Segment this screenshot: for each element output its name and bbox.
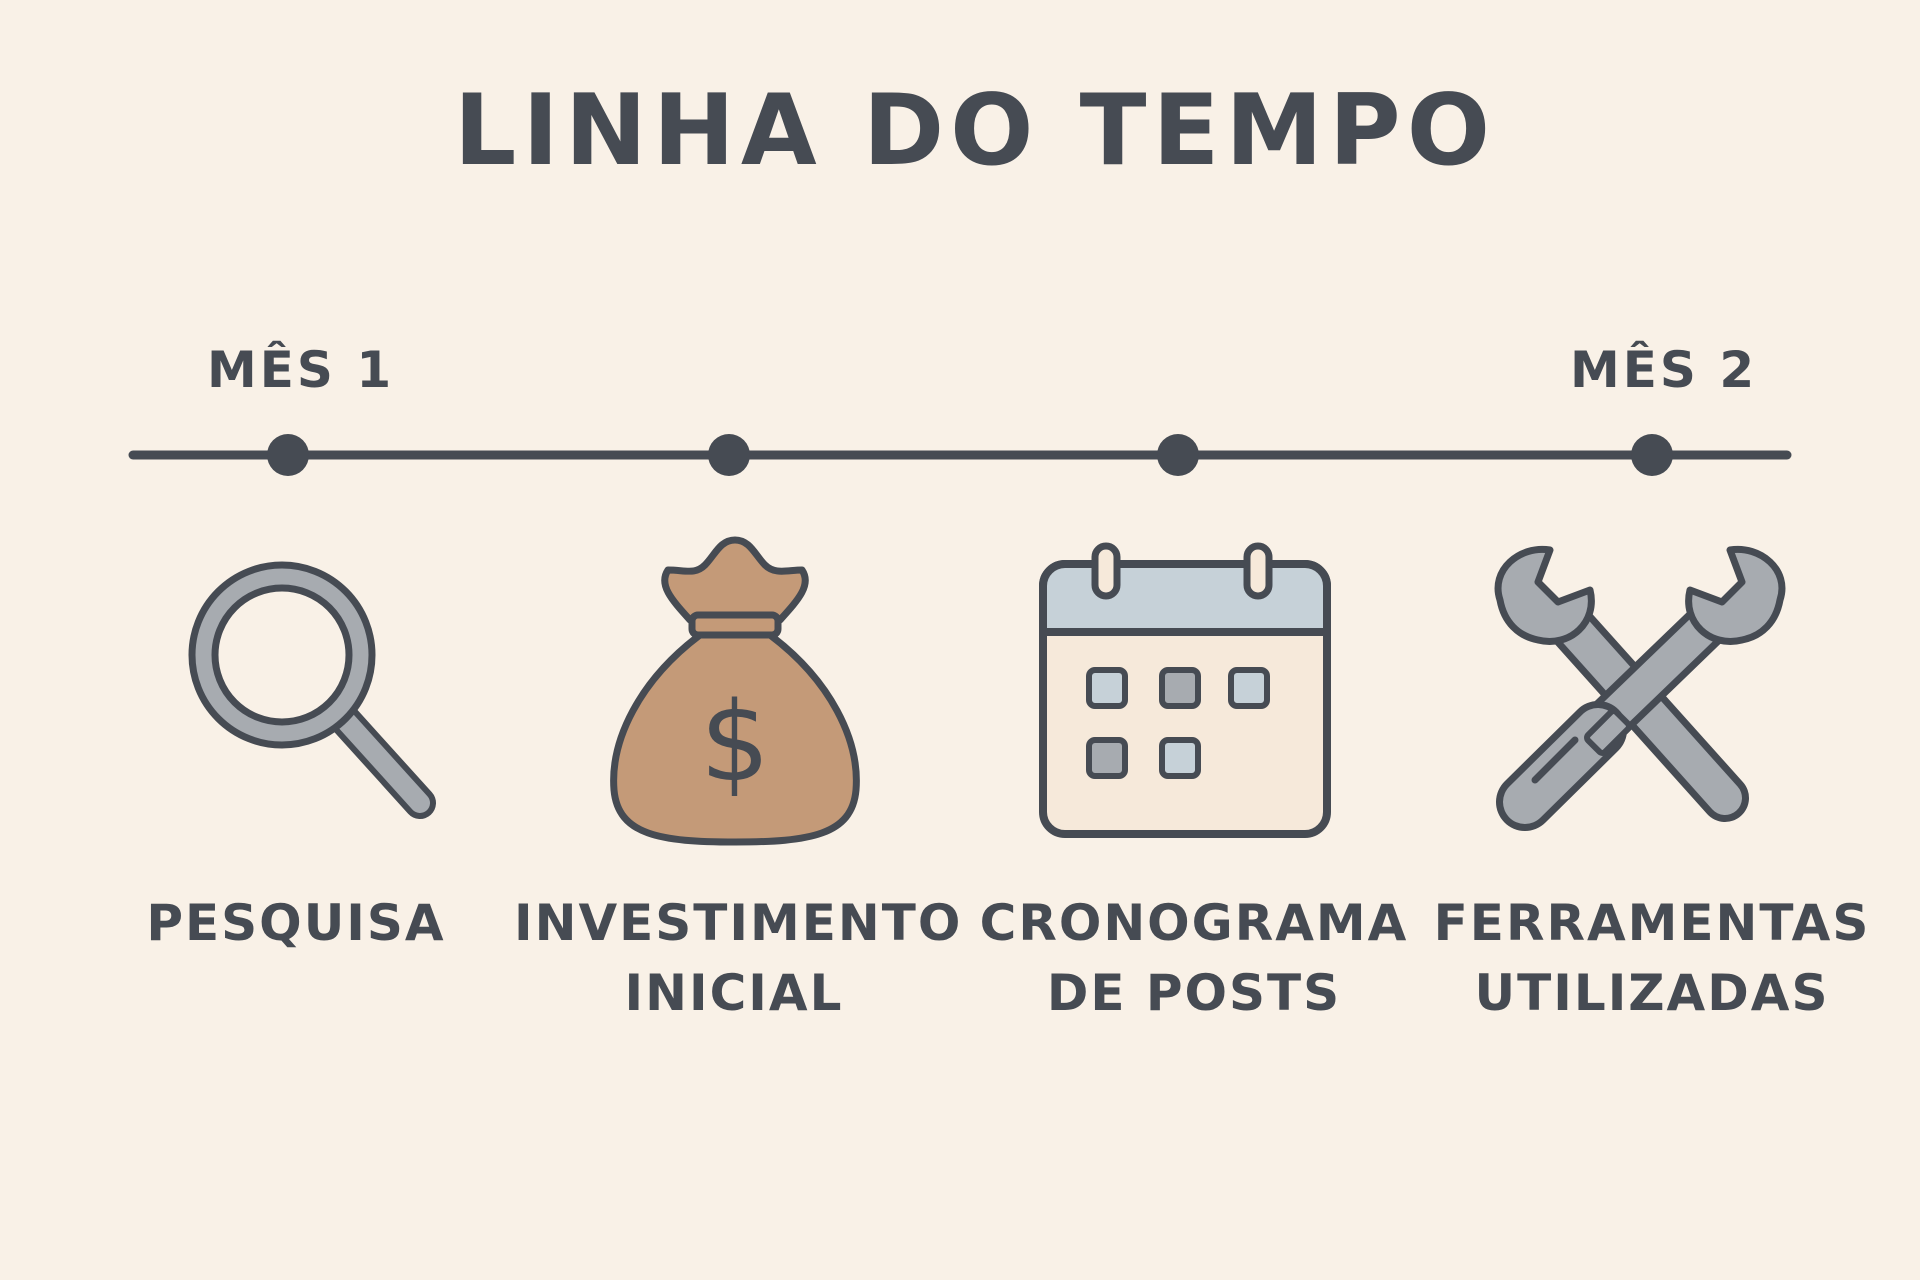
month-label-2: MÊS 2 bbox=[1570, 341, 1758, 399]
step-label-ferramentas-utilizadas: FERRAMENTAS UTILIZADAS bbox=[1432, 888, 1872, 1028]
step-label-line: FERRAMENTAS bbox=[1433, 894, 1871, 952]
calendar-icon bbox=[1039, 542, 1331, 838]
step-label-cronograma-de-posts: CRONOGRAMA DE POSTS bbox=[974, 888, 1414, 1028]
step-label-line: DE POSTS bbox=[1046, 964, 1342, 1022]
timeline-dot-1 bbox=[267, 434, 309, 476]
step-label-line: CRONOGRAMA bbox=[979, 894, 1409, 952]
timeline-dot-4 bbox=[1631, 434, 1673, 476]
step-label-line: INVESTIMENTO bbox=[514, 894, 963, 952]
page-title: LINHA DO TEMPO bbox=[453, 74, 1497, 188]
dollar-sign: $ bbox=[700, 678, 770, 806]
timeline-dot-2 bbox=[708, 434, 750, 476]
timeline-dot-3 bbox=[1157, 434, 1199, 476]
wrench-screwdriver-icon bbox=[1494, 545, 1786, 831]
step-label-investimento-inicial: INVESTIMENTO INICIAL bbox=[514, 888, 963, 1028]
step-label-line: PESQUISA bbox=[146, 894, 446, 952]
step-label-line: INICIAL bbox=[624, 964, 844, 1022]
money-bag-icon: $ bbox=[610, 536, 860, 846]
step-label-pesquisa: PESQUISA bbox=[76, 888, 516, 958]
month-label-1: MÊS 1 bbox=[207, 341, 395, 399]
timeline-axis bbox=[128, 434, 1792, 476]
magnifying-glass-icon bbox=[188, 561, 436, 819]
step-label-line: UTILIZADAS bbox=[1474, 964, 1830, 1022]
